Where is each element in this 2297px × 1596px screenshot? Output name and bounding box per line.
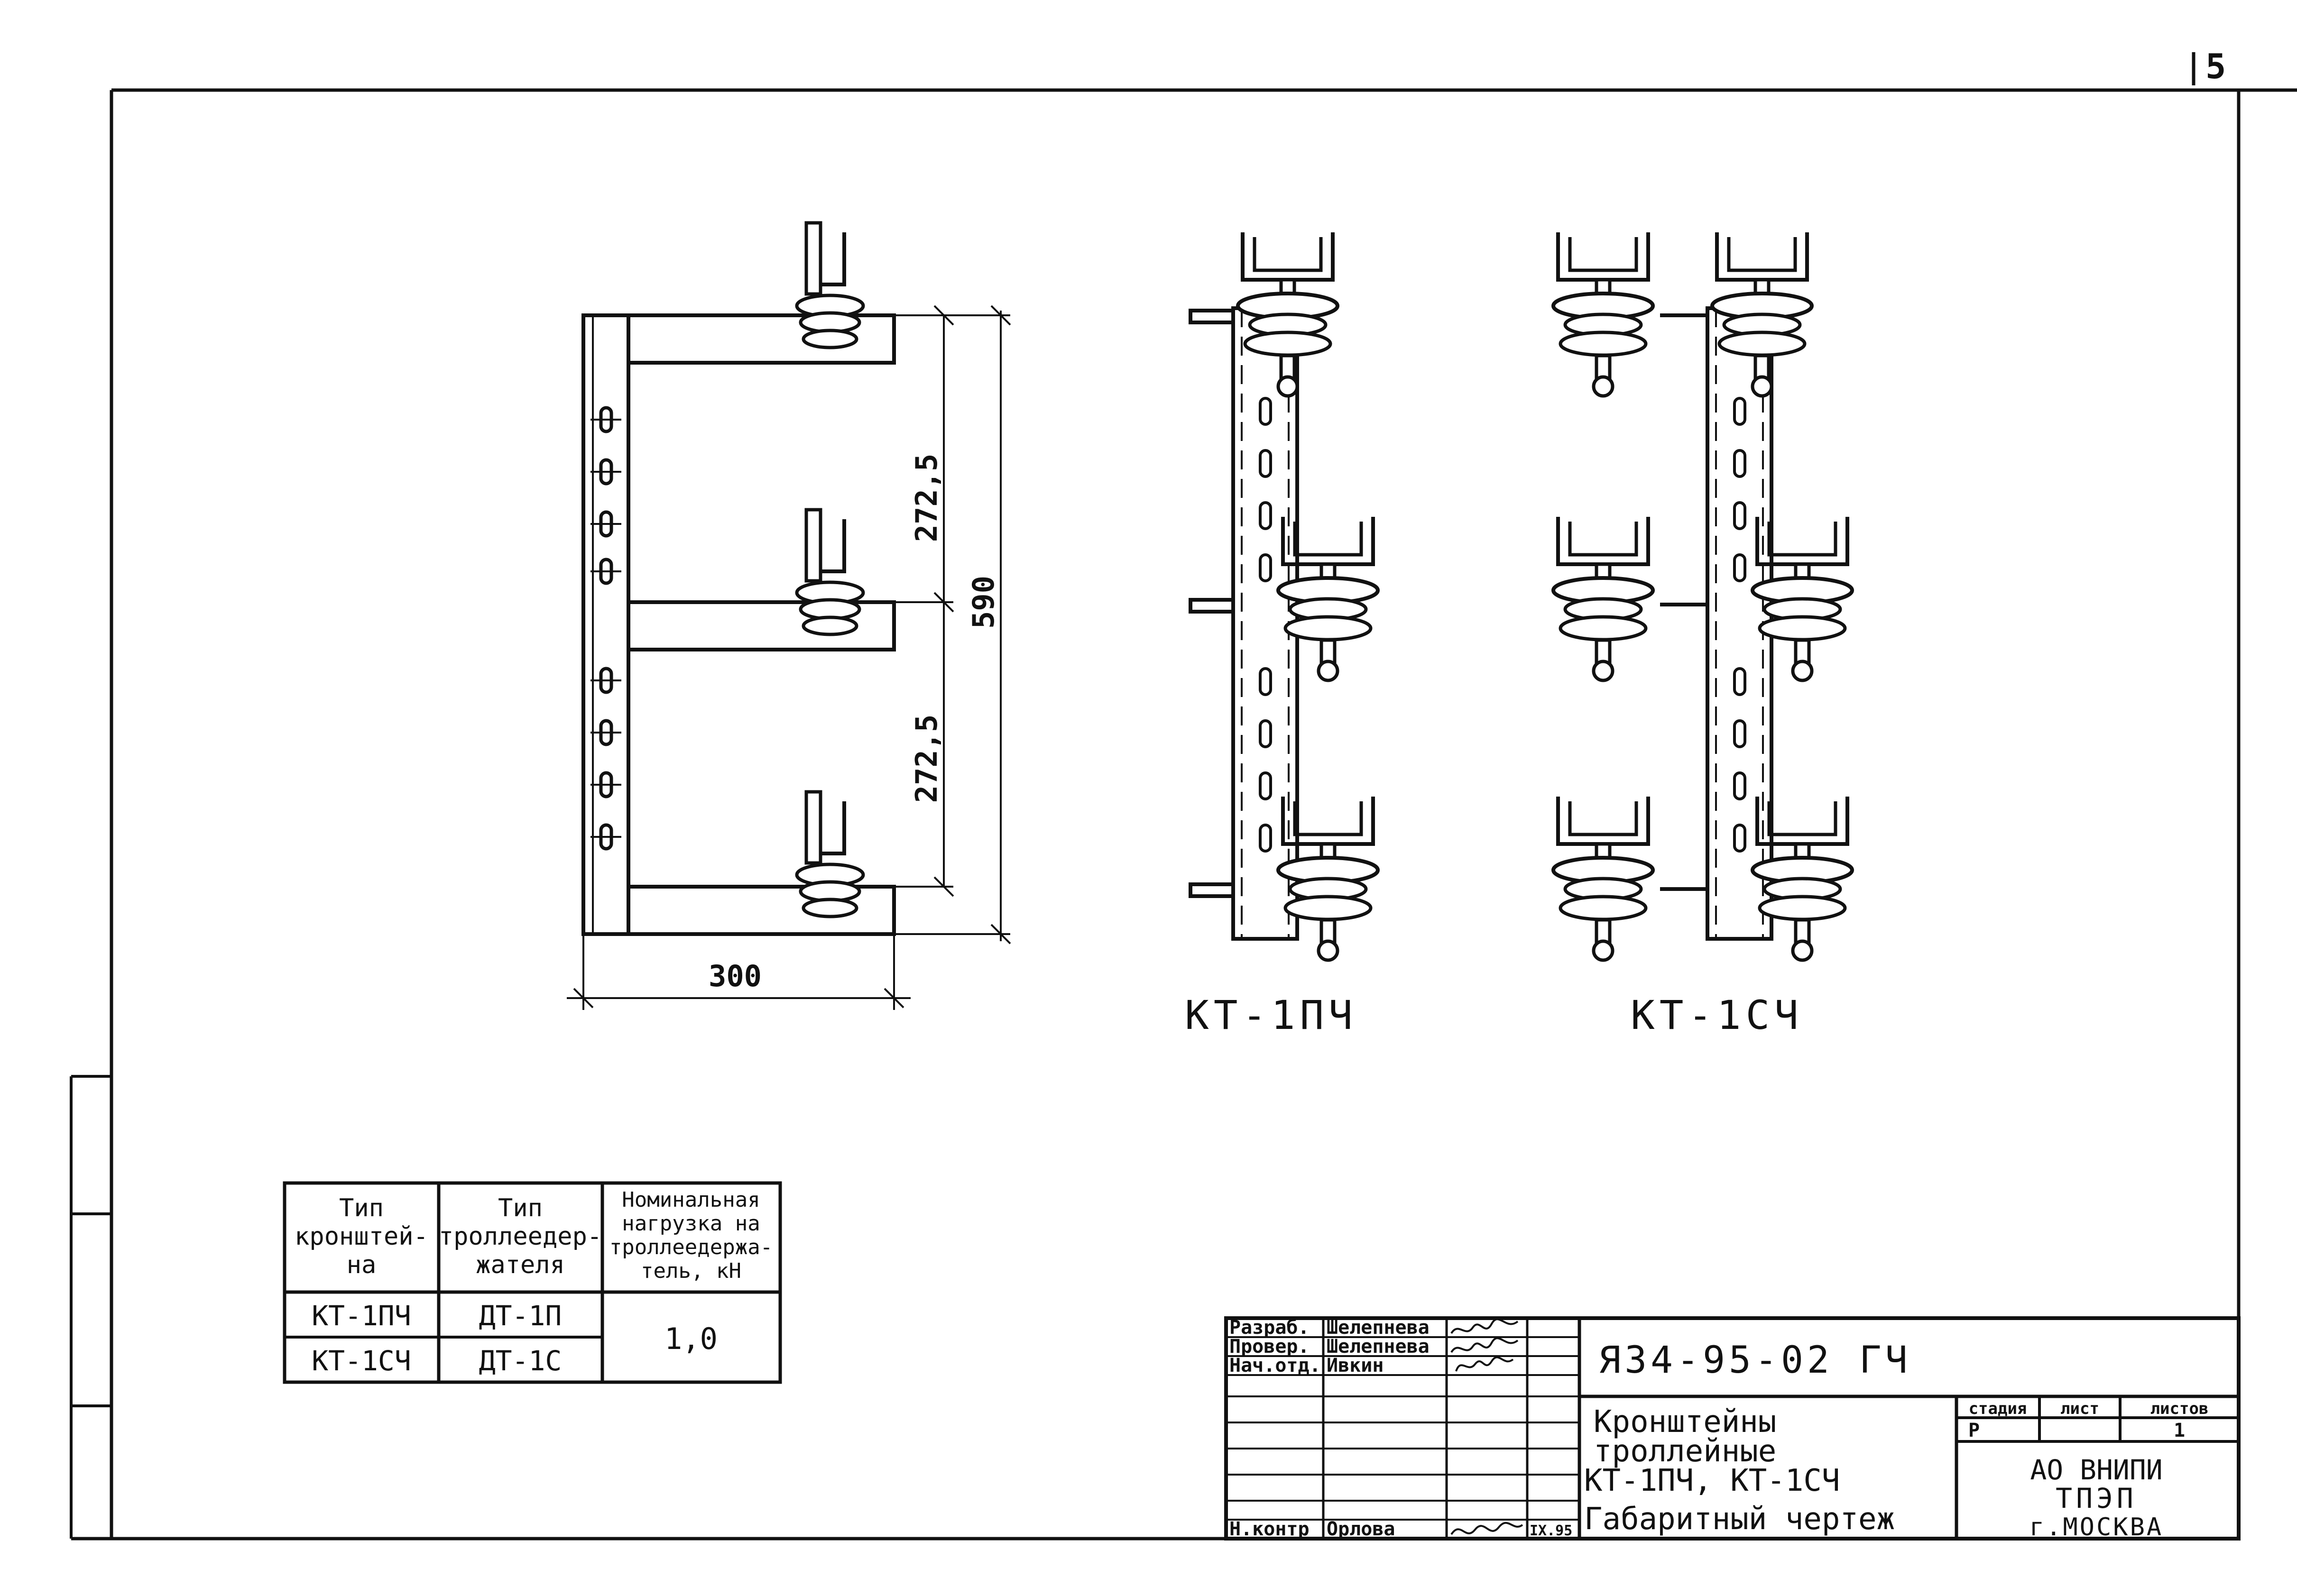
tb-name-1: Шелепнева <box>1327 1317 1430 1339</box>
tb-sheets: 1 <box>2174 1420 2185 1441</box>
spec-load-value: 1,0 <box>664 1321 718 1356</box>
tb-doc-code: Я34-95-02 ГЧ <box>1598 1339 1911 1382</box>
bracket-kt-1sch-view <box>1553 232 1852 960</box>
tb-title-2: троллейные <box>1594 1434 1776 1469</box>
tb-title-3: КТ-1ПЧ, КТ-1СЧ <box>1584 1463 1840 1498</box>
sheet-number: 5 <box>2205 46 2226 86</box>
signatures <box>1450 1318 1523 1535</box>
bracket-side-view: 272,5 272,5 590 300 <box>567 223 1011 1010</box>
spec-row-1-holder: ДТ-1П <box>479 1300 562 1332</box>
tb-sheets-header: листов <box>2150 1399 2209 1418</box>
spec-row-2-holder: ДТ-1С <box>479 1345 562 1377</box>
dim-upper-gap: 272,5 <box>909 454 944 542</box>
tb-role-3: Нач.отд. <box>1229 1355 1321 1376</box>
tb-org-3: г.МОСКВА <box>2029 1513 2163 1541</box>
title-block <box>1224 1316 2241 1541</box>
dim-total-height: 590 <box>966 576 1001 629</box>
tb-name-2: Шелепнева <box>1327 1336 1430 1358</box>
tb-role-4: Н.контр <box>1229 1518 1310 1540</box>
tb-sheet-header: лист <box>2060 1399 2099 1418</box>
tb-title-1: Кронштейны <box>1594 1404 1776 1440</box>
tb-org-1: АО ВНИПИ <box>2030 1454 2162 1486</box>
spec-row-2-bracket: КТ-1СЧ <box>312 1345 411 1377</box>
spec-table <box>283 1181 782 1384</box>
label-kt-1pch: КТ-1ПЧ <box>1185 992 1357 1038</box>
tb-title-4: Габаритный чертеж <box>1584 1502 1895 1537</box>
bracket-kt-1pch-view <box>1189 232 1378 960</box>
dim-lower-gap: 272,5 <box>909 715 944 803</box>
tb-stage-header: стадия <box>1969 1399 2027 1418</box>
tb-date: IX.95 <box>1530 1523 1572 1539</box>
tb-name-4: Орлова <box>1327 1518 1395 1540</box>
tb-name-3: Ивкин <box>1327 1355 1384 1376</box>
tb-role-2: Провер. <box>1229 1336 1310 1358</box>
dim-width: 300 <box>709 959 762 993</box>
tb-stage: Р <box>1968 1420 1980 1441</box>
tb-org-2: ТПЭП <box>2056 1482 2137 1514</box>
tb-role-1: Разраб. <box>1229 1317 1310 1339</box>
label-kt-1sch: КТ-1СЧ <box>1631 992 1803 1038</box>
spec-row-1-bracket: КТ-1ПЧ <box>312 1300 411 1332</box>
